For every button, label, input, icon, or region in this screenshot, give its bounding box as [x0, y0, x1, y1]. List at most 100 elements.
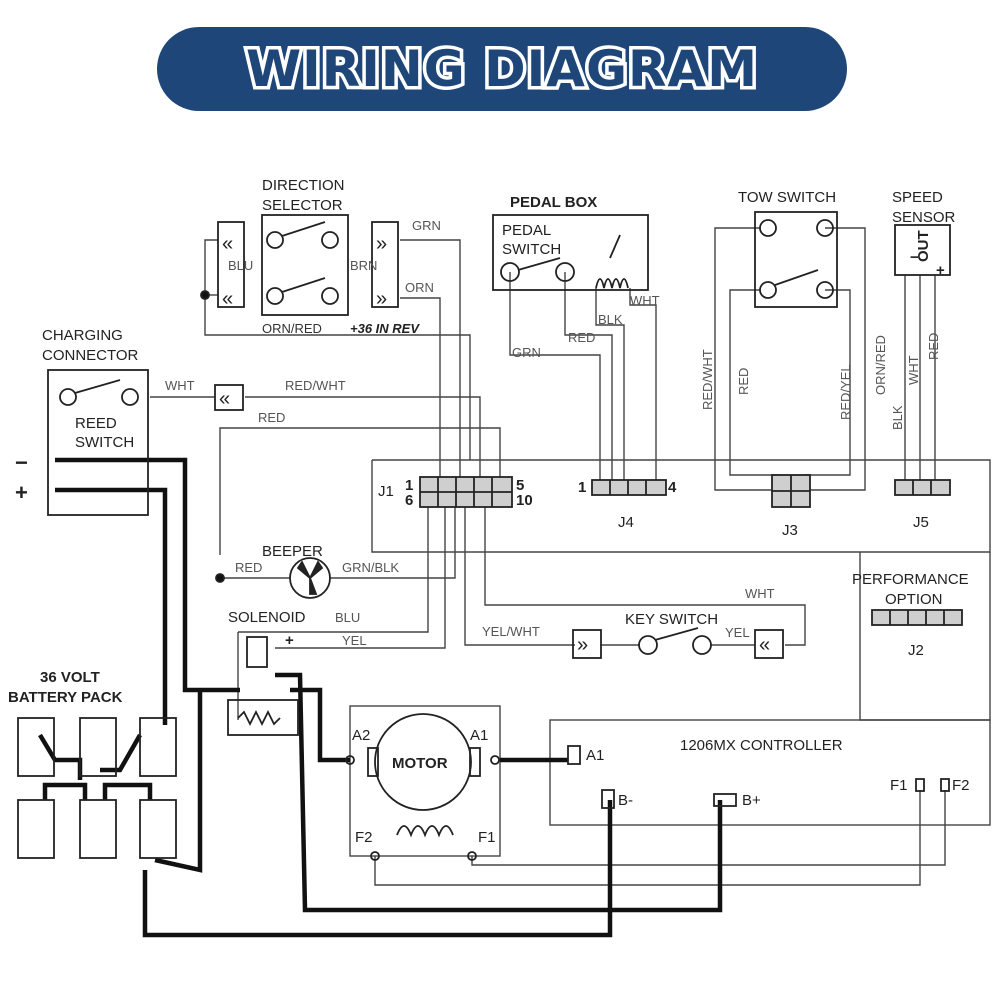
wire-yel-wht-key: YEL/WHT	[482, 624, 540, 639]
svg-text:»: »	[376, 288, 387, 310]
label-charging-connector-1: CHARGING	[42, 327, 123, 344]
title-banner: WIRING DIAGRAM	[157, 27, 847, 111]
wire-yel-key: YEL	[725, 625, 750, 640]
label-pedal-switch-1: PEDAL	[502, 222, 551, 239]
connector-j5	[894, 479, 951, 496]
label-controller: 1206MX CONTROLLER	[680, 737, 843, 754]
label-b-minus: B-	[618, 792, 633, 809]
selector-right-plug	[371, 221, 399, 308]
wire-wht-charge: WHT	[165, 378, 195, 393]
selector-left-plug	[217, 221, 245, 308]
label-charge-minus: −	[15, 450, 28, 475]
svg-text:«: «	[222, 288, 233, 310]
wire-red-sensor: RED	[926, 333, 941, 360]
label-j1-pin6: 6	[405, 492, 413, 509]
label-ctrl-f2: F2	[952, 777, 970, 794]
label-performance-option-2: OPTION	[885, 591, 943, 608]
beeper-icon	[289, 557, 331, 599]
wire-orn-red: ORN/RED	[262, 321, 322, 336]
svg-text:«: «	[222, 233, 233, 255]
diagram-title: WIRING DIAGRAM	[243, 37, 761, 102]
label-ctrl-f1: F1	[890, 777, 908, 794]
label-battery-pack-1: 36 VOLT	[40, 669, 100, 686]
svg-text:«: «	[219, 388, 230, 410]
label-solenoid-plus: +	[285, 632, 294, 649]
label-reed-switch-1: REED	[75, 415, 117, 432]
label-pedal-switch-2: SWITCH	[502, 241, 561, 258]
label-solenoid: SOLENOID	[228, 609, 306, 626]
label-charge-plus: +	[15, 480, 28, 505]
solenoid-body	[227, 699, 299, 736]
wire-orn: ORN	[405, 280, 434, 295]
direction-selector-box	[261, 214, 349, 316]
svg-text:»: »	[577, 634, 588, 656]
wire-red-tow: RED	[736, 368, 751, 395]
wire-grn-pedal: GRN	[512, 345, 541, 360]
wire-rev-note: +36 IN REV	[350, 321, 420, 336]
label-b-plus: B+	[742, 792, 761, 809]
label-a1: A1	[470, 727, 488, 744]
motor-icon	[374, 713, 472, 811]
solenoid-coil	[246, 636, 268, 668]
connector-j4	[591, 479, 667, 496]
wire-orn-red-sensor: ORN/RED	[873, 335, 888, 395]
label-tow-switch: TOW SWITCH	[738, 189, 836, 206]
label-ctrl-a1: A1	[586, 747, 604, 764]
tow-switch-box	[754, 211, 838, 308]
label-j1-pin10: 10	[516, 492, 533, 509]
label-battery-pack-2: BATTERY PACK	[8, 689, 123, 706]
label-beeper: BEEPER	[262, 543, 323, 560]
wire-yel-solenoid: YEL	[342, 633, 367, 648]
wire-blk-pedal: BLK	[598, 312, 623, 327]
wire-grn-blk-beeper: GRN/BLK	[342, 560, 399, 575]
label-reed-switch-2: SWITCH	[75, 434, 134, 451]
connector-j3	[771, 474, 811, 508]
label-speed-sensor-2: SENSOR	[892, 209, 956, 226]
svg-text:»: »	[376, 233, 387, 255]
label-motor: MOTOR	[392, 755, 448, 772]
label-charging-connector-2: CONNECTOR	[42, 347, 139, 364]
battery-cables	[38, 457, 723, 938]
key-switch-left-plug	[572, 629, 602, 659]
label-speed-sensor-1: SPEED	[892, 189, 943, 206]
connector-j2	[871, 609, 963, 626]
svg-text:«: «	[759, 634, 770, 656]
label-performance-option-1: PERFORMANCE	[852, 571, 969, 588]
wire-wht-key: WHT	[745, 586, 775, 601]
wire-red-pedal: RED	[568, 330, 595, 345]
label-j4: J4	[618, 514, 634, 531]
label-j1-pin1: 1	[405, 477, 413, 494]
label-j4-pin1: 1	[578, 479, 586, 496]
wire-blu-solenoid: BLU	[335, 610, 360, 625]
label-j5: J5	[913, 514, 929, 531]
label-direction-selector-2: SELECTOR	[262, 197, 343, 214]
label-sensor-out: OUT	[915, 230, 932, 262]
wire-blu: BLU	[228, 258, 253, 273]
label-j3: J3	[782, 522, 798, 539]
label-j2: J2	[908, 642, 924, 659]
label-j1: J1	[378, 483, 394, 500]
label-sensor-minus: −	[910, 249, 919, 266]
wire-grn-top: GRN	[412, 218, 441, 233]
wire-red-beeper: RED	[235, 560, 262, 575]
wire-red-charge: RED	[258, 410, 285, 425]
label-j4-pin4: 4	[668, 479, 677, 496]
wire-brn: BRN	[350, 258, 377, 273]
wire-red-wht-tow: RED/WHT	[700, 349, 715, 410]
label-pedal-box: PEDAL BOX	[510, 194, 597, 211]
label-f2: F2	[355, 829, 373, 846]
label-sensor-plus: +	[936, 262, 945, 279]
key-switch-right-plug	[754, 629, 784, 659]
label-key-switch: KEY SWITCH	[625, 611, 718, 628]
charging-connector-box	[47, 369, 149, 516]
wire-red-wht-charge: RED/WHT	[285, 378, 346, 393]
label-f1: F1	[478, 829, 496, 846]
battery-pack	[17, 717, 177, 859]
wire-blk-sensor: BLK	[890, 405, 905, 430]
wire-red-yel-tow: RED/YEL	[838, 364, 853, 420]
label-direction-selector-1: DIRECTION	[262, 177, 345, 194]
wire-wht-sensor: WHT	[906, 355, 921, 385]
label-a2: A2	[352, 727, 370, 744]
wire-wht-pedal: WHT	[630, 293, 660, 308]
